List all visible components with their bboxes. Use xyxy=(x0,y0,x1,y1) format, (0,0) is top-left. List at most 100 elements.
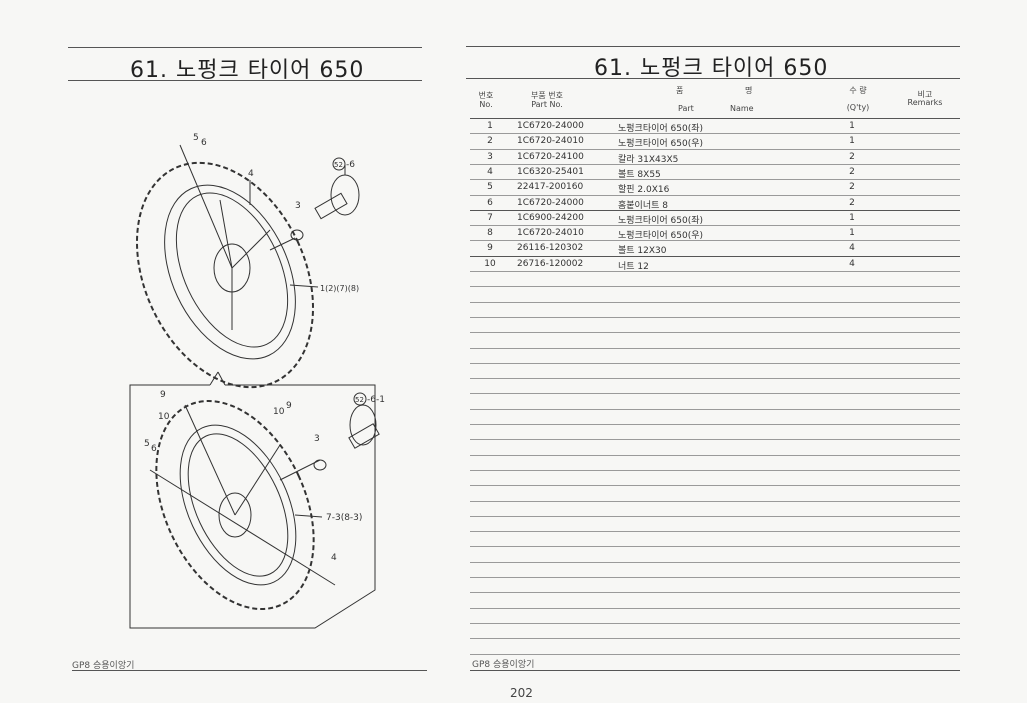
callout-5: 5 xyxy=(193,133,199,143)
callout-4b: 4 xyxy=(331,553,337,563)
table-rule-line xyxy=(470,515,960,517)
header-no-ko: 번호 xyxy=(478,91,494,100)
bottom-wheel-illustration xyxy=(149,400,380,610)
right-title-top-rule xyxy=(466,46,960,47)
row-qty: 2 xyxy=(849,182,855,193)
row-qty: 2 xyxy=(849,151,855,162)
row-no: 3 xyxy=(487,151,493,162)
table-rule-line xyxy=(470,485,960,487)
table-rule-line xyxy=(470,271,960,272)
header-remarks-en: Remarks xyxy=(907,98,943,107)
header-no-en: No. xyxy=(479,100,493,109)
table-rule-line xyxy=(470,577,960,578)
callout-4: 4 xyxy=(248,169,254,179)
callout-52b: 52 xyxy=(355,396,364,404)
row-no: 5 xyxy=(487,182,493,193)
row-qty: 4 xyxy=(849,258,855,269)
row-qty: 4 xyxy=(849,243,855,254)
table-rule-line xyxy=(470,546,960,548)
callout-52-6: -6 xyxy=(346,160,355,170)
row-part-name: 볼트 12X30 xyxy=(618,246,667,257)
title-top-rule xyxy=(68,47,422,48)
header-qty-en: (Q'ty) xyxy=(846,103,870,112)
table-row: 9 26116-120302 볼트 12X30 4 xyxy=(470,241,960,256)
table-rule-line xyxy=(470,225,960,227)
table-rule-line xyxy=(470,653,960,655)
row-part-no: 1C6720-24000 xyxy=(517,197,584,208)
row-part-name: 노펑크타이어 650(좌) xyxy=(618,124,704,134)
table-rule-line xyxy=(470,316,960,318)
table-rule-line xyxy=(470,286,960,288)
row-part-no: 1C6720-24010 xyxy=(517,228,584,239)
table-rule-line xyxy=(470,118,960,119)
table-rule-line xyxy=(470,194,960,196)
table-rule-line xyxy=(470,163,960,165)
callout-9b: 9 xyxy=(286,401,292,411)
callout-5b: 5 xyxy=(144,439,150,449)
table-rule-line xyxy=(470,301,960,303)
callout-10: 10 xyxy=(158,412,170,422)
table-rule-line xyxy=(470,378,960,380)
page-number: 202 xyxy=(510,686,533,700)
row-no: 9 xyxy=(487,243,493,254)
right-footer-rule xyxy=(470,670,960,671)
table-rule-line xyxy=(470,209,960,211)
left-footer: GP8 승용이앙기 xyxy=(72,661,135,671)
right-title-bottom-rule xyxy=(466,78,960,79)
table-rule-line xyxy=(470,638,960,640)
header-name-en-2: Name xyxy=(730,104,754,113)
callout-3b: 3 xyxy=(314,434,320,444)
row-part-no: 1C6320-25401 xyxy=(517,166,584,177)
exploded-diagram: 5 6 4 52 -6 3 1(2)(7)(8) 9 10 10 9 52 xyxy=(129,133,385,629)
callout-52: 52 xyxy=(334,161,343,169)
row-part-no: 26116-120302 xyxy=(517,243,584,254)
ref-circle-2 xyxy=(353,392,367,406)
table-rule-line xyxy=(470,393,960,395)
row-qty: 1 xyxy=(849,121,855,131)
row-part-name: 칼라 31X43X5 xyxy=(618,154,679,165)
callout-10b: 10 xyxy=(273,407,285,417)
table-rule-line xyxy=(470,362,960,364)
header-name-ko-1: 품 xyxy=(676,86,684,95)
table-rule-line xyxy=(470,469,960,471)
left-footer-rule xyxy=(72,670,427,671)
table-rule-line xyxy=(470,607,960,609)
table-rule-line xyxy=(470,500,960,502)
detail-box xyxy=(129,371,376,629)
title-bottom-rule xyxy=(68,80,422,81)
table-rule-line xyxy=(470,133,960,135)
table-rule-line xyxy=(470,622,960,624)
left-page-title: 61. 노펑크 타이어 650 xyxy=(130,58,365,83)
row-part-name: 노펑크타이어 650(좌) xyxy=(618,215,704,226)
row-no: 8 xyxy=(487,228,493,239)
table-rule-line xyxy=(470,240,960,242)
header-part-no-en: Part No. xyxy=(531,100,563,109)
table-rule-line xyxy=(470,592,960,594)
header-name-ko-2: 명 xyxy=(745,86,753,95)
row-no: 1 xyxy=(487,121,493,131)
row-part-no: 1C6900-24200 xyxy=(517,212,584,223)
callout-6-1: -6-1 xyxy=(367,395,385,405)
row-qty: 1 xyxy=(849,212,855,223)
row-part-no: 1C6720-24000 xyxy=(517,121,584,131)
header-name-en-1: Part xyxy=(678,104,694,113)
row-part-name: 너트 12 xyxy=(618,261,649,272)
right-page-title: 61. 노펑크 타이어 650 xyxy=(594,56,829,81)
row-part-name: 홈붙이너트 8 xyxy=(618,200,668,211)
row-part-no: 22417-200160 xyxy=(517,182,584,193)
callout-9: 9 xyxy=(160,390,166,400)
row-no: 6 xyxy=(487,197,493,208)
callout-6b: 6 xyxy=(151,444,157,454)
table-rule-line xyxy=(470,255,960,257)
table-rule-line xyxy=(470,439,960,441)
row-qty: 2 xyxy=(849,166,855,177)
table-rule-line xyxy=(470,148,960,150)
callout-7-3: 7-3(8-3) xyxy=(326,513,362,523)
